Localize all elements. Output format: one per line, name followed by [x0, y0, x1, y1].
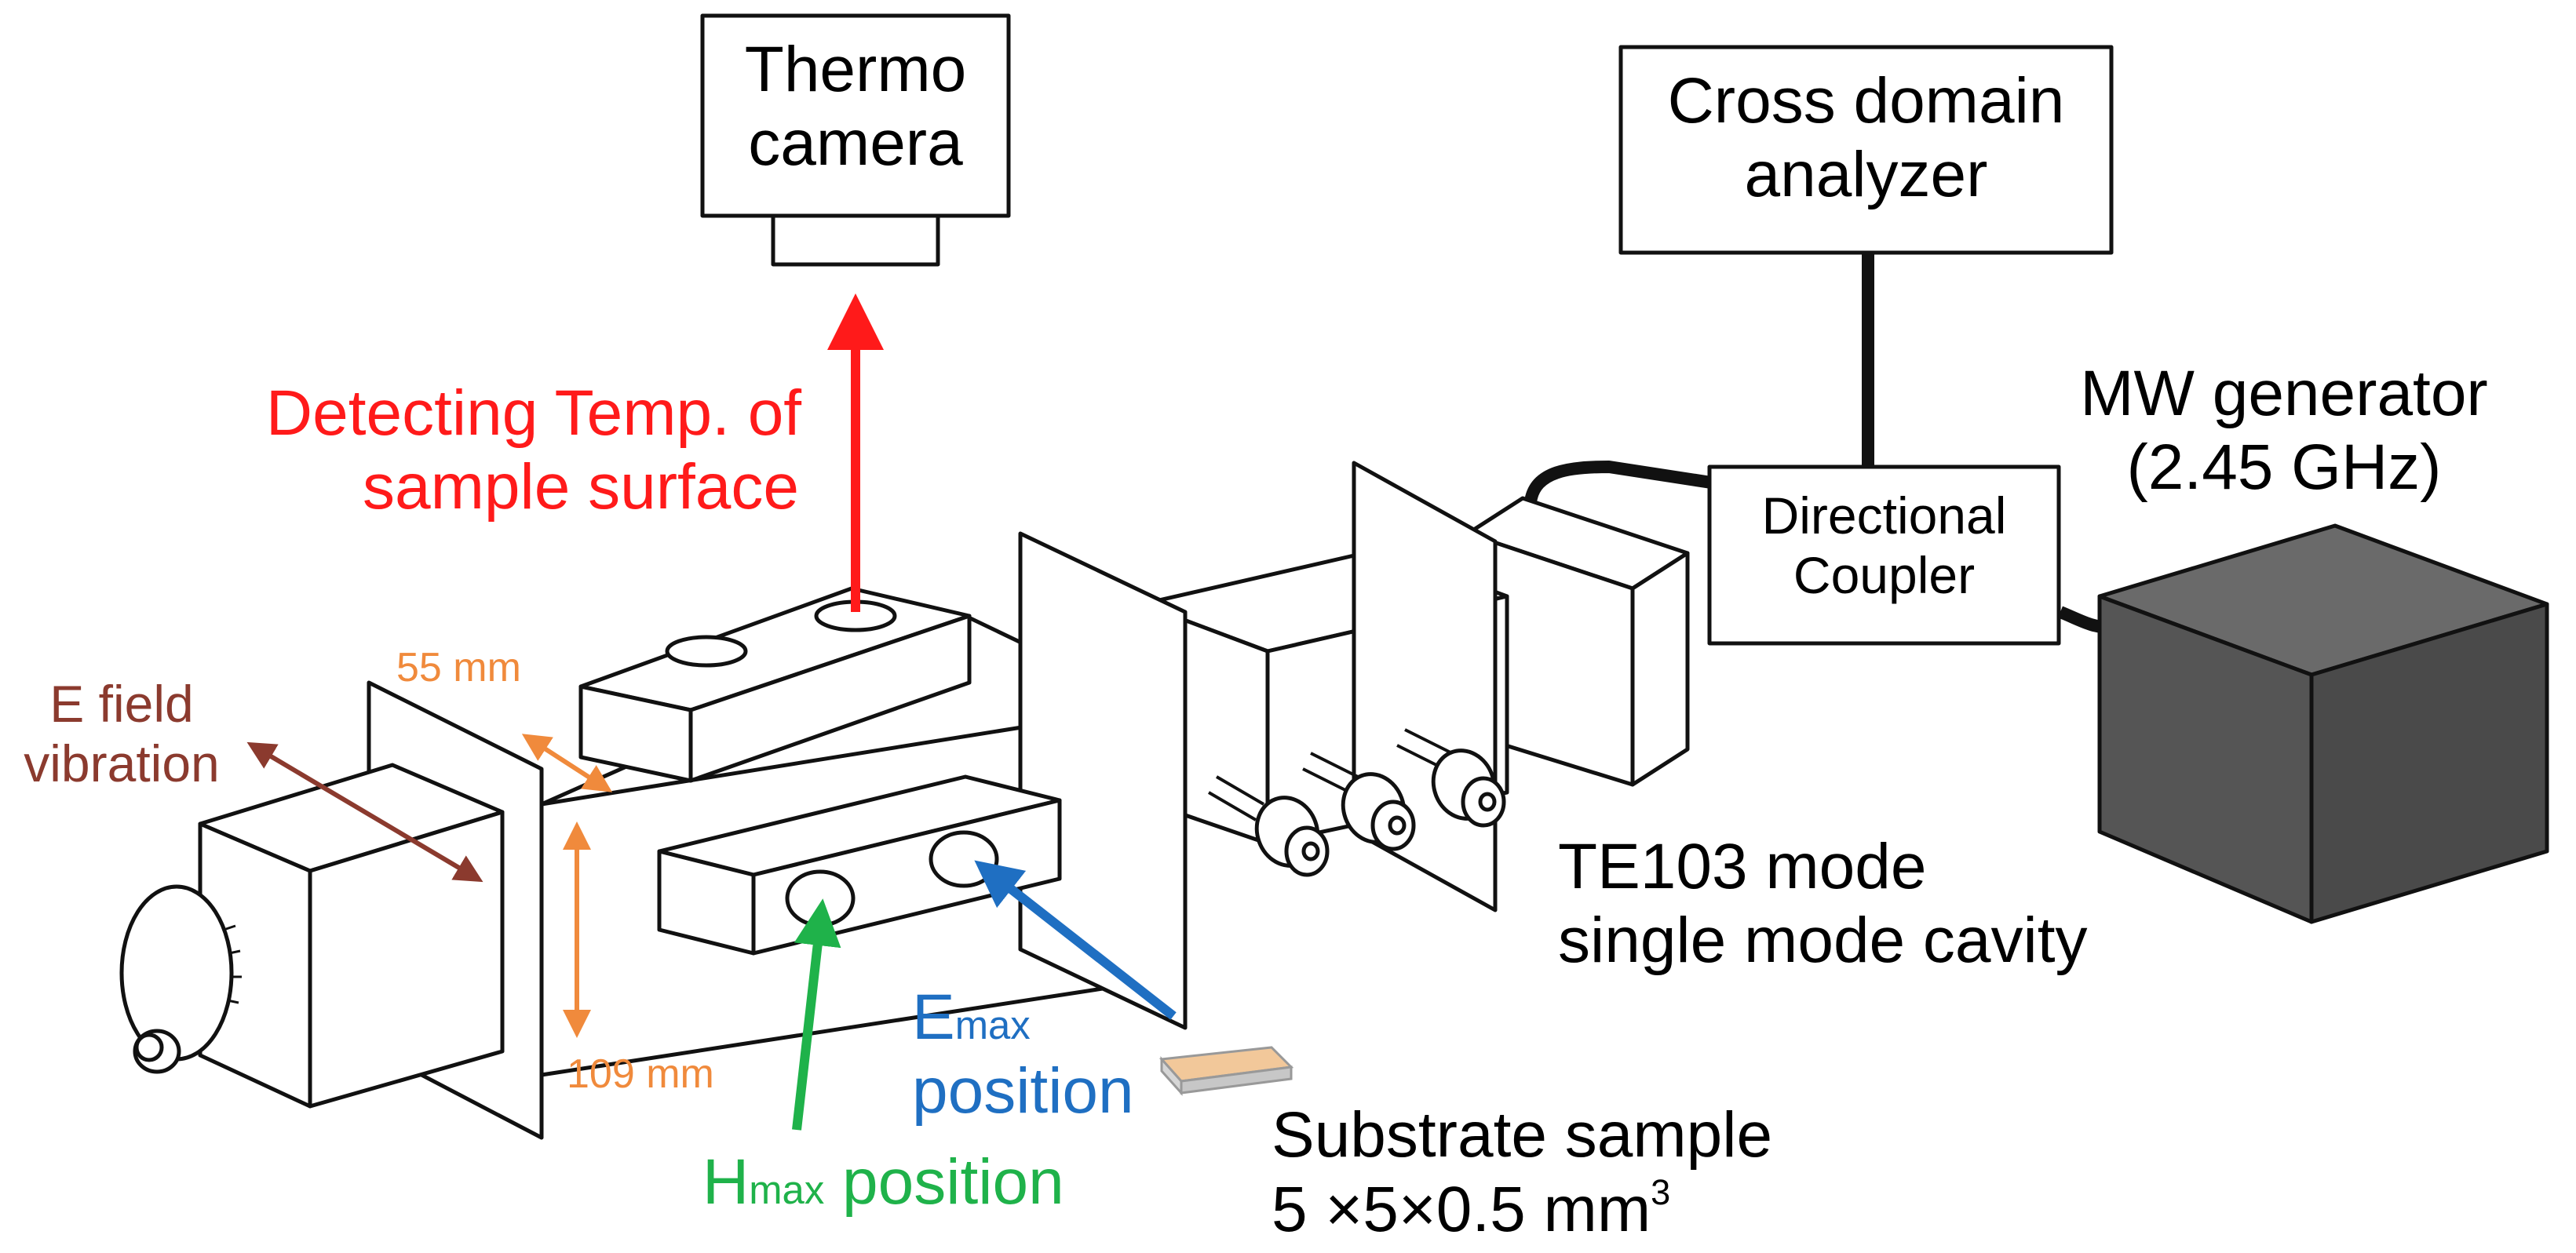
- directional-coupler-label: Directional Coupler: [1709, 486, 2059, 606]
- rear-waveguide-side: [1630, 551, 1690, 787]
- emax-arrow: [974, 860, 1177, 1020]
- hmax-rest: position: [824, 1146, 1064, 1218]
- top-port-hole-1: [665, 635, 748, 668]
- dim-109-label: 109 mm: [567, 1051, 714, 1097]
- emax-sub: max: [954, 1003, 1031, 1047]
- analyzer-box: [1618, 45, 2114, 255]
- detecting-line1: Detecting Temp. of: [265, 377, 802, 449]
- stub-tuner-1: [1207, 775, 1330, 877]
- hmax-main: H: [702, 1146, 750, 1218]
- thermo-camera-line2: camera: [748, 107, 963, 180]
- hmax-hole: [785, 869, 856, 927]
- thermo-camera-lens: [771, 213, 940, 267]
- stub-tuner-3: [1396, 728, 1506, 828]
- emax-hole: [929, 830, 999, 888]
- hmax-sub: max: [749, 1167, 825, 1212]
- thermo-camera-line1: Thermo: [744, 34, 967, 105]
- dim-55-arrow: [521, 734, 613, 792]
- e-field-label: E field vibration: [4, 675, 239, 794]
- hmax-arrow: [792, 898, 841, 1131]
- cavity-line1: TE103 mode: [1558, 831, 1927, 902]
- emax-label: Emax position: [912, 981, 1134, 1129]
- middle-flange: [1018, 531, 1188, 1030]
- mw-generator-line2: (2.45 GHz): [2126, 432, 2442, 504]
- e-field-line2: vibration: [24, 734, 220, 792]
- detecting-line2: sample surface: [362, 451, 800, 523]
- stub-tuner-2: [1302, 752, 1416, 851]
- e-field-arrow: [246, 741, 483, 883]
- cavity-line2: single mode cavity: [1558, 905, 2088, 977]
- dim-55-label: 55 mm: [396, 645, 521, 690]
- plunger-knob-cap: [134, 1033, 164, 1062]
- substrate-sup: 3: [1651, 1172, 1671, 1213]
- directional-coupler-box: [1707, 464, 2061, 646]
- analyzer-line1: Cross domain: [1667, 65, 2065, 137]
- e-field-line1: E field: [49, 675, 194, 733]
- substrate-line1: Substrate sample: [1272, 1099, 1773, 1171]
- plunger-dial: [119, 884, 234, 1062]
- substrate-line2: 5 ×5×0.5 mm: [1272, 1174, 1651, 1246]
- detecting-label: Detecting Temp. of sample surface: [220, 377, 848, 525]
- emax-line2: position: [912, 1055, 1134, 1127]
- substrate-sample: [1158, 1046, 1294, 1096]
- thermo-camera-box: [700, 13, 1011, 218]
- waveguide-cable: [1524, 461, 1713, 504]
- coupler-line1: Directional: [1761, 486, 2007, 545]
- coupler-line2: Coupler: [1793, 545, 1976, 604]
- thermo-camera-label: Thermo camera: [702, 33, 1009, 181]
- generator-side: [2309, 602, 2549, 924]
- top-port-side: [688, 614, 972, 783]
- hmax-label: Hmax position: [702, 1146, 1064, 1219]
- dial-ticks: [223, 924, 242, 1004]
- analyzer-line2: analyzer: [1744, 139, 1988, 211]
- emax-main: E: [912, 982, 955, 1053]
- analyzer-label: Cross domain analyzer: [1621, 64, 2111, 213]
- cavity-label: TE103 mode single mode cavity: [1558, 830, 2088, 978]
- mw-generator-label: MW generator (2.45 GHz): [2009, 357, 2559, 505]
- substrate-label: Substrate sample 5 ×5×0.5 mm3: [1272, 1098, 1772, 1247]
- mw-generator-line1: MW generator: [2080, 358, 2488, 429]
